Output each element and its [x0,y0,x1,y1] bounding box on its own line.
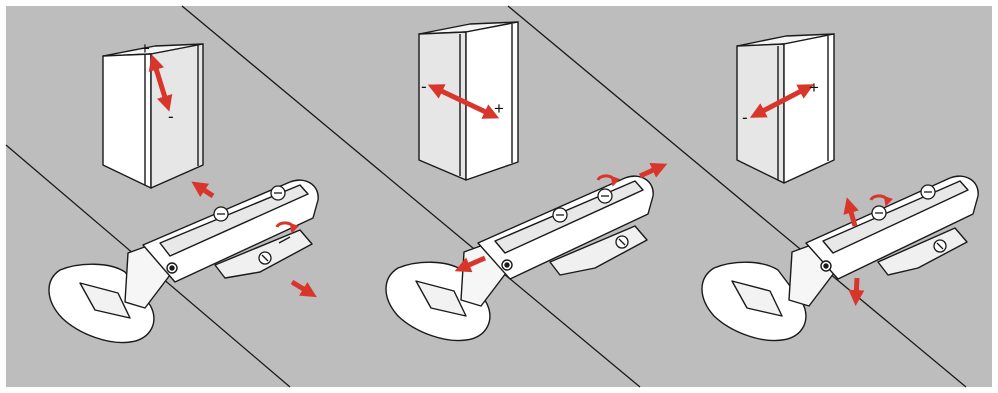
hinge-illustration [701,175,979,342]
mounting-plate [877,227,968,276]
up-arrow-icon [843,197,859,227]
minus-sign: - [742,108,748,127]
adjustment-screws [871,184,947,253]
up-arrow-icon [191,181,215,199]
cabinet-illustration [102,43,204,189]
divider-line-1 [181,5,641,388]
left-arrow-icon [454,255,486,273]
adjustment-screws [213,185,286,265]
rotate-arrow-icon [596,174,621,187]
hinge-illustration [48,179,319,344]
panel-height-adjustment: + - [48,39,319,344]
panel-side-adjustment: - + [385,21,668,342]
rotate-arrow-icon [275,221,300,234]
plus-sign: + [494,99,504,118]
down-arrow-icon [290,279,317,298]
adjustment-screws [552,188,629,249]
cabinet-illustration [736,33,835,184]
plus-sign: + [140,39,150,58]
minus-sign: - [168,107,174,126]
panel-depth-adjustment: - + [701,33,979,342]
right-arrow-icon [638,162,668,179]
down-arrow-icon [848,277,865,306]
minus-sign: - [421,77,427,96]
plus-sign: + [809,78,819,97]
height-arrow [148,54,173,112]
divider-line-2 [507,5,967,388]
lateral-arrow [427,84,500,119]
rotate-arrow-icon [869,194,894,207]
depth-arrow [749,84,815,118]
